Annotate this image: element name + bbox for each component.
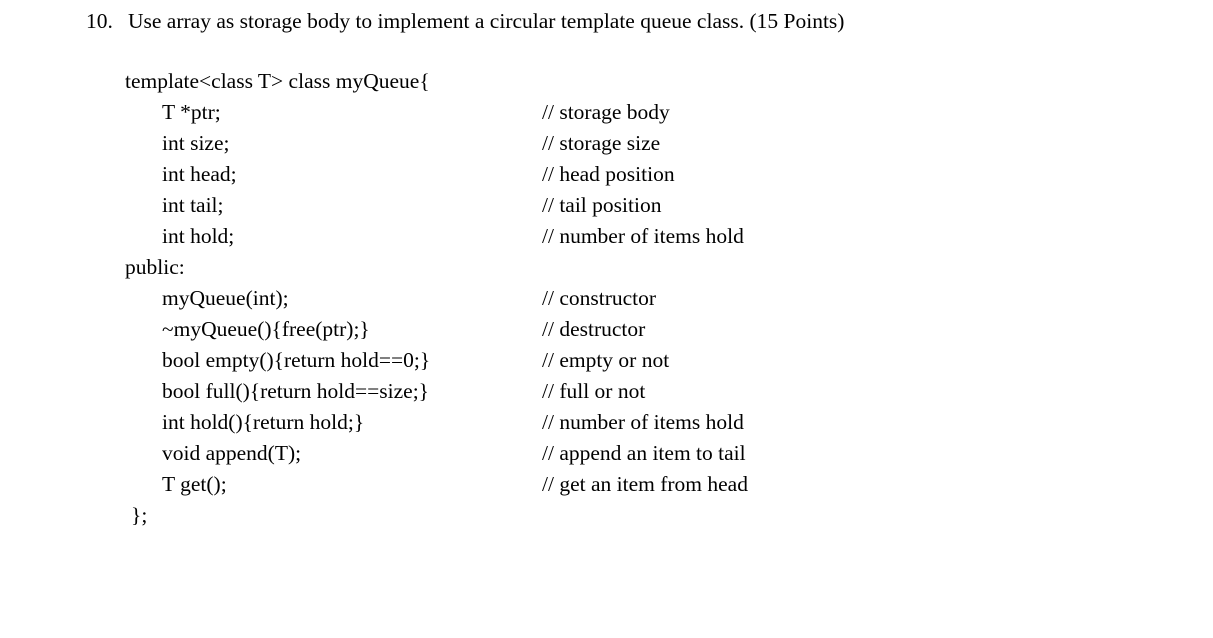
- code-line: bool full(){return hold==size;} // full o…: [125, 376, 1185, 407]
- code-line-text: int tail;: [162, 193, 224, 217]
- code-line-text: int hold(){return hold;}: [162, 410, 365, 434]
- code-line: ~myQueue(){free(ptr);} // destructor: [125, 314, 1185, 345]
- code-line-text: template<class T> class myQueue{: [125, 69, 430, 93]
- code-line: int tail; // tail position: [125, 190, 1185, 221]
- code-line-text: bool full(){return hold==size;}: [162, 379, 429, 403]
- code-line: myQueue(int); // constructor: [125, 283, 1185, 314]
- code-line: T get(); // get an item from head: [125, 469, 1185, 500]
- code-listing: template<class T> class myQueue{ T *ptr; /…: [125, 66, 1185, 531]
- question-number: 10.: [86, 9, 113, 33]
- code-line-text: int head;: [162, 162, 237, 186]
- code-line-text: ~myQueue(){free(ptr);}: [162, 317, 370, 341]
- code-line-text: public:: [125, 255, 185, 279]
- code-line: int size; // storage size: [125, 128, 1185, 159]
- code-line: void append(T); // append an item to tail: [125, 438, 1185, 469]
- question-heading: 10. Use array as storage body to impleme…: [86, 6, 1086, 36]
- code-line: T *ptr; // storage body: [125, 97, 1185, 128]
- code-line: int head; // head position: [125, 159, 1185, 190]
- code-line: template<class T> class myQueue{: [125, 66, 1185, 97]
- code-line-comment: // number of items hold: [542, 224, 744, 248]
- code-line-text: myQueue(int);: [162, 286, 289, 310]
- code-line-text: T *ptr;: [162, 100, 221, 124]
- code-line: int hold; // number of items hold: [125, 221, 1185, 252]
- code-line: int hold(){return hold;} // number of ite…: [125, 407, 1185, 438]
- code-line-text: T get();: [162, 472, 227, 496]
- code-line: public:: [125, 252, 1185, 283]
- code-line-comment: // storage size: [542, 131, 661, 155]
- code-line: };: [125, 500, 1185, 531]
- code-line-comment: // head position: [542, 162, 675, 186]
- code-line-comment: // append an item to tail: [542, 441, 746, 465]
- code-line-comment: // get an item from head: [542, 472, 748, 496]
- code-line-text: int hold;: [162, 224, 235, 248]
- code-line-comment: // constructor: [542, 286, 657, 310]
- code-line-comment: // tail position: [542, 193, 662, 217]
- code-line: bool empty(){return hold==0;} // empty or…: [125, 345, 1185, 376]
- code-line-comment: // number of items hold: [542, 410, 744, 434]
- code-line-comment: // destructor: [542, 317, 646, 341]
- code-line-text: void append(T);: [162, 441, 302, 465]
- code-line-text: };: [131, 503, 148, 527]
- question-text: Use array as storage body to implement a…: [128, 9, 845, 33]
- code-line-comment: // empty or not: [542, 348, 670, 372]
- code-line-text: bool empty(){return hold==0;}: [162, 348, 431, 372]
- code-line-comment: // full or not: [542, 379, 646, 403]
- code-line-comment: // storage body: [542, 100, 670, 124]
- code-line-text: int size;: [162, 131, 230, 155]
